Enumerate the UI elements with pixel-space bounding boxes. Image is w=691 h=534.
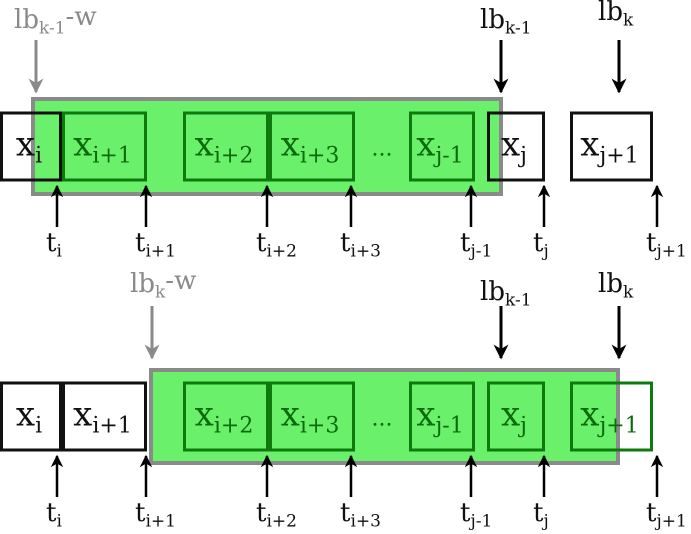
sample-cell-label: xi	[16, 125, 42, 169]
sample-cell-box	[62, 381, 147, 452]
sample-cell-label: xi+2	[195, 125, 254, 169]
sample-cell-label: xj-1	[416, 395, 463, 439]
sample-cell-label: xj-1	[416, 125, 463, 169]
sample-cell-box	[183, 111, 269, 182]
timestamp-label: ti	[46, 228, 62, 261]
timestamp-label: tj	[533, 498, 549, 531]
sample-cell-label: xj+1	[580, 125, 638, 169]
sample-cell-box	[0, 111, 62, 182]
timestamp-label: ti+1	[135, 228, 176, 261]
timestamp-label: ti+2	[256, 228, 297, 261]
sample-cell-box	[487, 111, 545, 182]
boundary-marker-label: lbk-w	[130, 266, 196, 302]
boundary-marker-label: lbk-1	[480, 277, 532, 310]
timestamp-label: ti+2	[256, 498, 297, 531]
timestamp-label: tj+1	[646, 498, 687, 531]
sample-cell-label: xj+1	[580, 395, 638, 439]
sample-cell-label: xj	[501, 125, 527, 169]
boundary-marker-label: lbk	[598, 269, 634, 302]
sample-cell-box	[409, 111, 475, 182]
sample-cell-box	[183, 381, 269, 452]
timestamp-label: ti+3	[340, 498, 381, 531]
sample-cell-label: xi+2	[195, 395, 254, 439]
boundary-marker-label: lbk-1-w	[14, 2, 97, 38]
labels-layer: xi xi+1 xi+2 xi+3... xj-1 xj xj+1 lbk-1-w lbk-1 l…	[14, 0, 687, 531]
sample-cell-label: xj	[501, 395, 527, 439]
timestamp-label: ti+1	[135, 498, 176, 531]
sample-cell-label: xi+1	[73, 395, 132, 439]
timestamp-label: tj-1	[460, 228, 492, 261]
sample-cell-label: xi+3	[281, 395, 340, 439]
sample-cell-box	[487, 381, 545, 452]
timestamp-label: tj	[533, 228, 549, 261]
sample-cell-label: xi	[16, 395, 42, 439]
timestamp-label: ti	[46, 498, 62, 531]
cells-layer	[0, 111, 653, 452]
sample-cell-label: xi+3	[281, 125, 340, 169]
boundary-marker-label: lbk	[598, 0, 634, 30]
sliding-window-region	[149, 368, 620, 465]
sample-cell-box	[62, 111, 147, 182]
arrows-layer	[28, 40, 664, 497]
timestamp-label: tj-1	[460, 498, 492, 531]
timestamp-label: ti+3	[340, 228, 381, 261]
sample-cell-box	[409, 381, 475, 452]
sample-cell-label: xi+1	[73, 125, 132, 169]
sample-cell-box	[269, 381, 355, 452]
sample-cell-box	[570, 111, 653, 182]
boundary-marker-label: lbk-1	[480, 5, 532, 38]
ellipsis-label: ...	[372, 407, 393, 432]
sample-cell-box	[269, 111, 355, 182]
ellipsis-label: ...	[372, 137, 393, 162]
sample-cell-box	[570, 381, 653, 452]
timestamp-label: tj+1	[646, 228, 687, 261]
sample-cell-box	[0, 381, 62, 452]
